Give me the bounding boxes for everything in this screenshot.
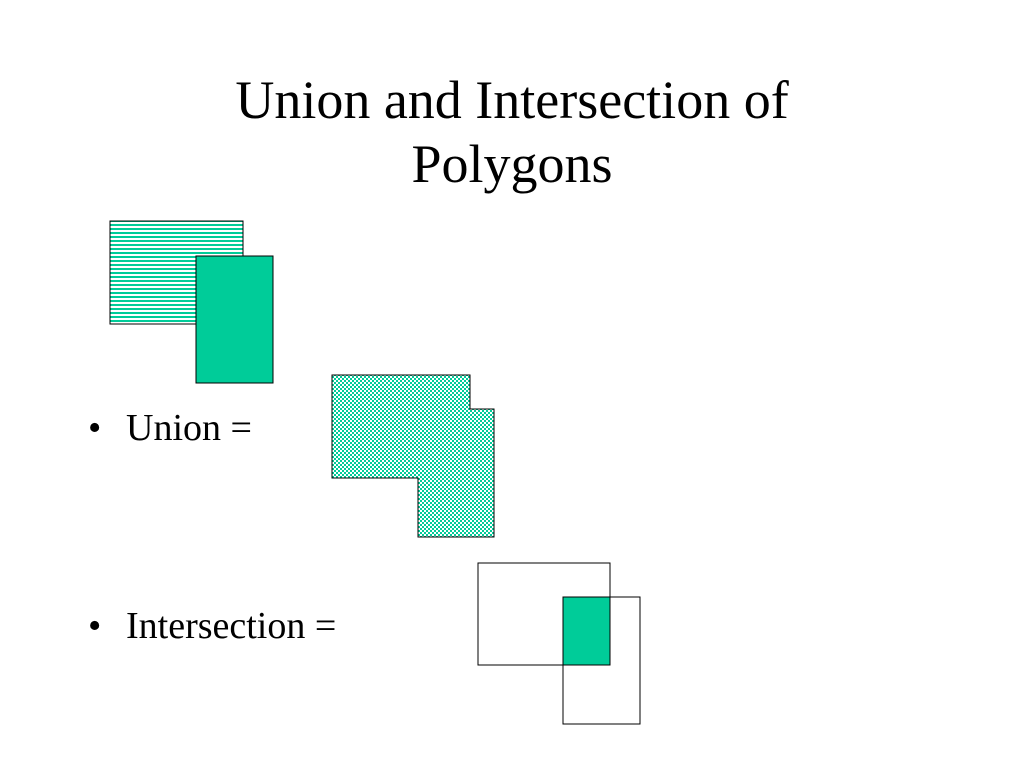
bullet-union: • Union =	[88, 406, 252, 450]
polygon-b-solid	[195, 255, 274, 384]
union-label: Union =	[126, 407, 252, 449]
slide-title-line-1: Union and Intersection of	[235, 70, 789, 130]
intersection-region	[562, 596, 611, 666]
bullet-intersection: • Intersection =	[88, 604, 336, 648]
slide-title-line-2: Polygons	[411, 134, 613, 194]
slide-title: Union and Intersection of Polygons	[112, 68, 912, 196]
union-polygon	[331, 374, 495, 538]
bullet-marker: •	[88, 605, 102, 647]
bullet-marker: •	[88, 407, 102, 449]
intersection-figure	[477, 562, 641, 725]
input-polygons	[109, 220, 274, 384]
intersection-label: Intersection =	[126, 605, 337, 647]
